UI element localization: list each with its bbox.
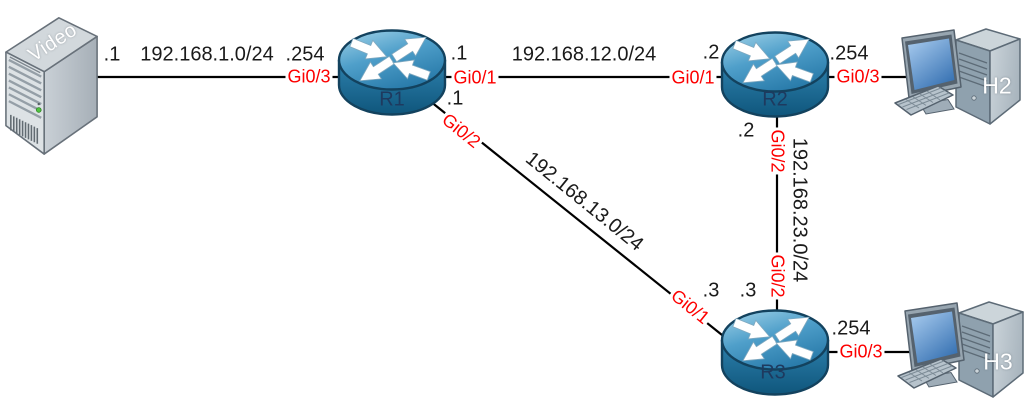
r1-gi0-3-interface-label: Gi0/3 bbox=[285, 66, 333, 87]
r1-r2-subnet-label: 192.168.12.0/24 bbox=[511, 43, 657, 66]
r2-gi0-2-ip-label: .2 bbox=[737, 119, 755, 142]
r3-gi0-2-interface-label: Gi0/2 bbox=[767, 252, 788, 300]
r2-gi0-1-interface-label: Gi0/1 bbox=[669, 67, 717, 88]
node-label-h3: H3 bbox=[983, 348, 1013, 375]
router-icon bbox=[720, 308, 830, 398]
r2-gi0-3-ip-label: .254 bbox=[829, 42, 869, 65]
node-router-r3[interactable] bbox=[720, 308, 830, 398]
r2-r3-subnet-label: 192.168.23.0/24 bbox=[788, 137, 811, 283]
video-r1-subnet-label: 192.168.1.0/24 bbox=[140, 43, 274, 66]
r1-gi0-1-ip-label: .1 bbox=[450, 42, 468, 65]
r2-gi0-1-ip-label: .2 bbox=[702, 41, 720, 64]
r3-gi0-1-ip-label: .3 bbox=[702, 279, 720, 302]
r3-gi0-3-ip-label: .254 bbox=[831, 317, 871, 340]
video-ip-label: .1 bbox=[103, 43, 121, 66]
node-label-r3: R3 bbox=[760, 361, 786, 384]
r1-gi0-1-interface-label: Gi0/1 bbox=[451, 67, 499, 88]
r1-gi0-2-ip-label: .1 bbox=[446, 87, 464, 110]
r3-gi0-3-interface-label: Gi0/3 bbox=[837, 341, 885, 362]
node-label-h2: H2 bbox=[982, 72, 1012, 99]
node-label-r1: R1 bbox=[379, 88, 405, 111]
r2-gi0-2-interface-label: Gi0/2 bbox=[767, 127, 788, 175]
r3-gi0-2-ip-label: .3 bbox=[739, 279, 757, 302]
r1-gi0-3-ip-label: .254 bbox=[285, 43, 325, 66]
node-label-r2: R2 bbox=[762, 88, 788, 111]
r2-gi0-3-interface-label: Gi0/3 bbox=[834, 66, 882, 87]
